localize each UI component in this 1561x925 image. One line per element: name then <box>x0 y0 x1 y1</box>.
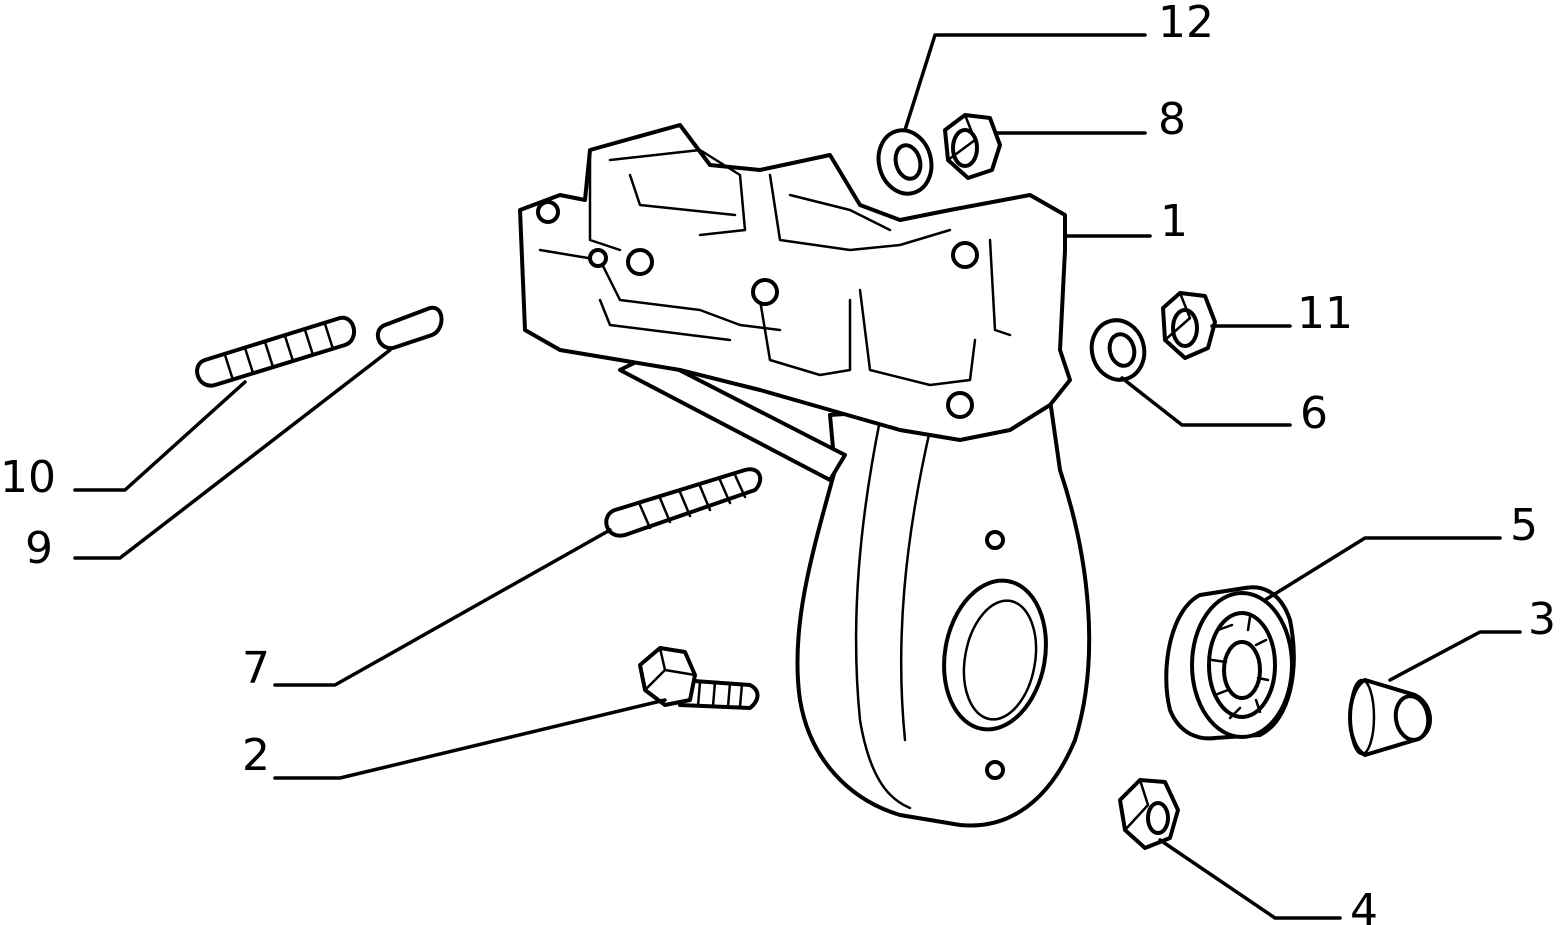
part-3-bushing <box>1348 678 1432 757</box>
callout-9: 9 <box>25 523 53 574</box>
leader-12 <box>903 33 1147 132</box>
callout-1: 1 <box>1160 196 1188 247</box>
part-8-nut <box>943 113 1002 180</box>
leader-9 <box>73 348 392 560</box>
callout-12: 12 <box>1158 0 1214 48</box>
part-5-bearing <box>1164 585 1296 741</box>
part-2-bolt <box>638 646 760 710</box>
part-11-nut <box>1161 291 1217 360</box>
callout-10: 10 <box>0 452 56 503</box>
callout-8: 8 <box>1158 94 1186 145</box>
callout-7: 7 <box>242 643 270 694</box>
callout-2: 2 <box>242 730 270 781</box>
leader-3 <box>1388 630 1522 682</box>
callout-6: 6 <box>1300 388 1328 439</box>
callout-3: 3 <box>1528 594 1556 645</box>
leader-6 <box>1120 376 1292 427</box>
leader-7 <box>273 528 612 687</box>
leader-lines <box>73 33 1522 920</box>
leader-5 <box>1263 536 1502 602</box>
part-9-pin <box>375 305 444 351</box>
callout-4: 4 <box>1350 885 1378 925</box>
part-12-washer <box>876 128 934 196</box>
part-1-bracket <box>518 123 1092 828</box>
part-4-nut <box>1118 778 1180 850</box>
leader-4 <box>1158 838 1342 920</box>
leader-2 <box>273 698 667 780</box>
part-6-washer <box>1089 318 1147 382</box>
part-10-stud <box>195 315 356 388</box>
part-7-stud <box>604 467 763 538</box>
callout-5: 5 <box>1510 500 1538 551</box>
callout-11: 11 <box>1297 288 1353 339</box>
leader-10 <box>73 380 247 492</box>
